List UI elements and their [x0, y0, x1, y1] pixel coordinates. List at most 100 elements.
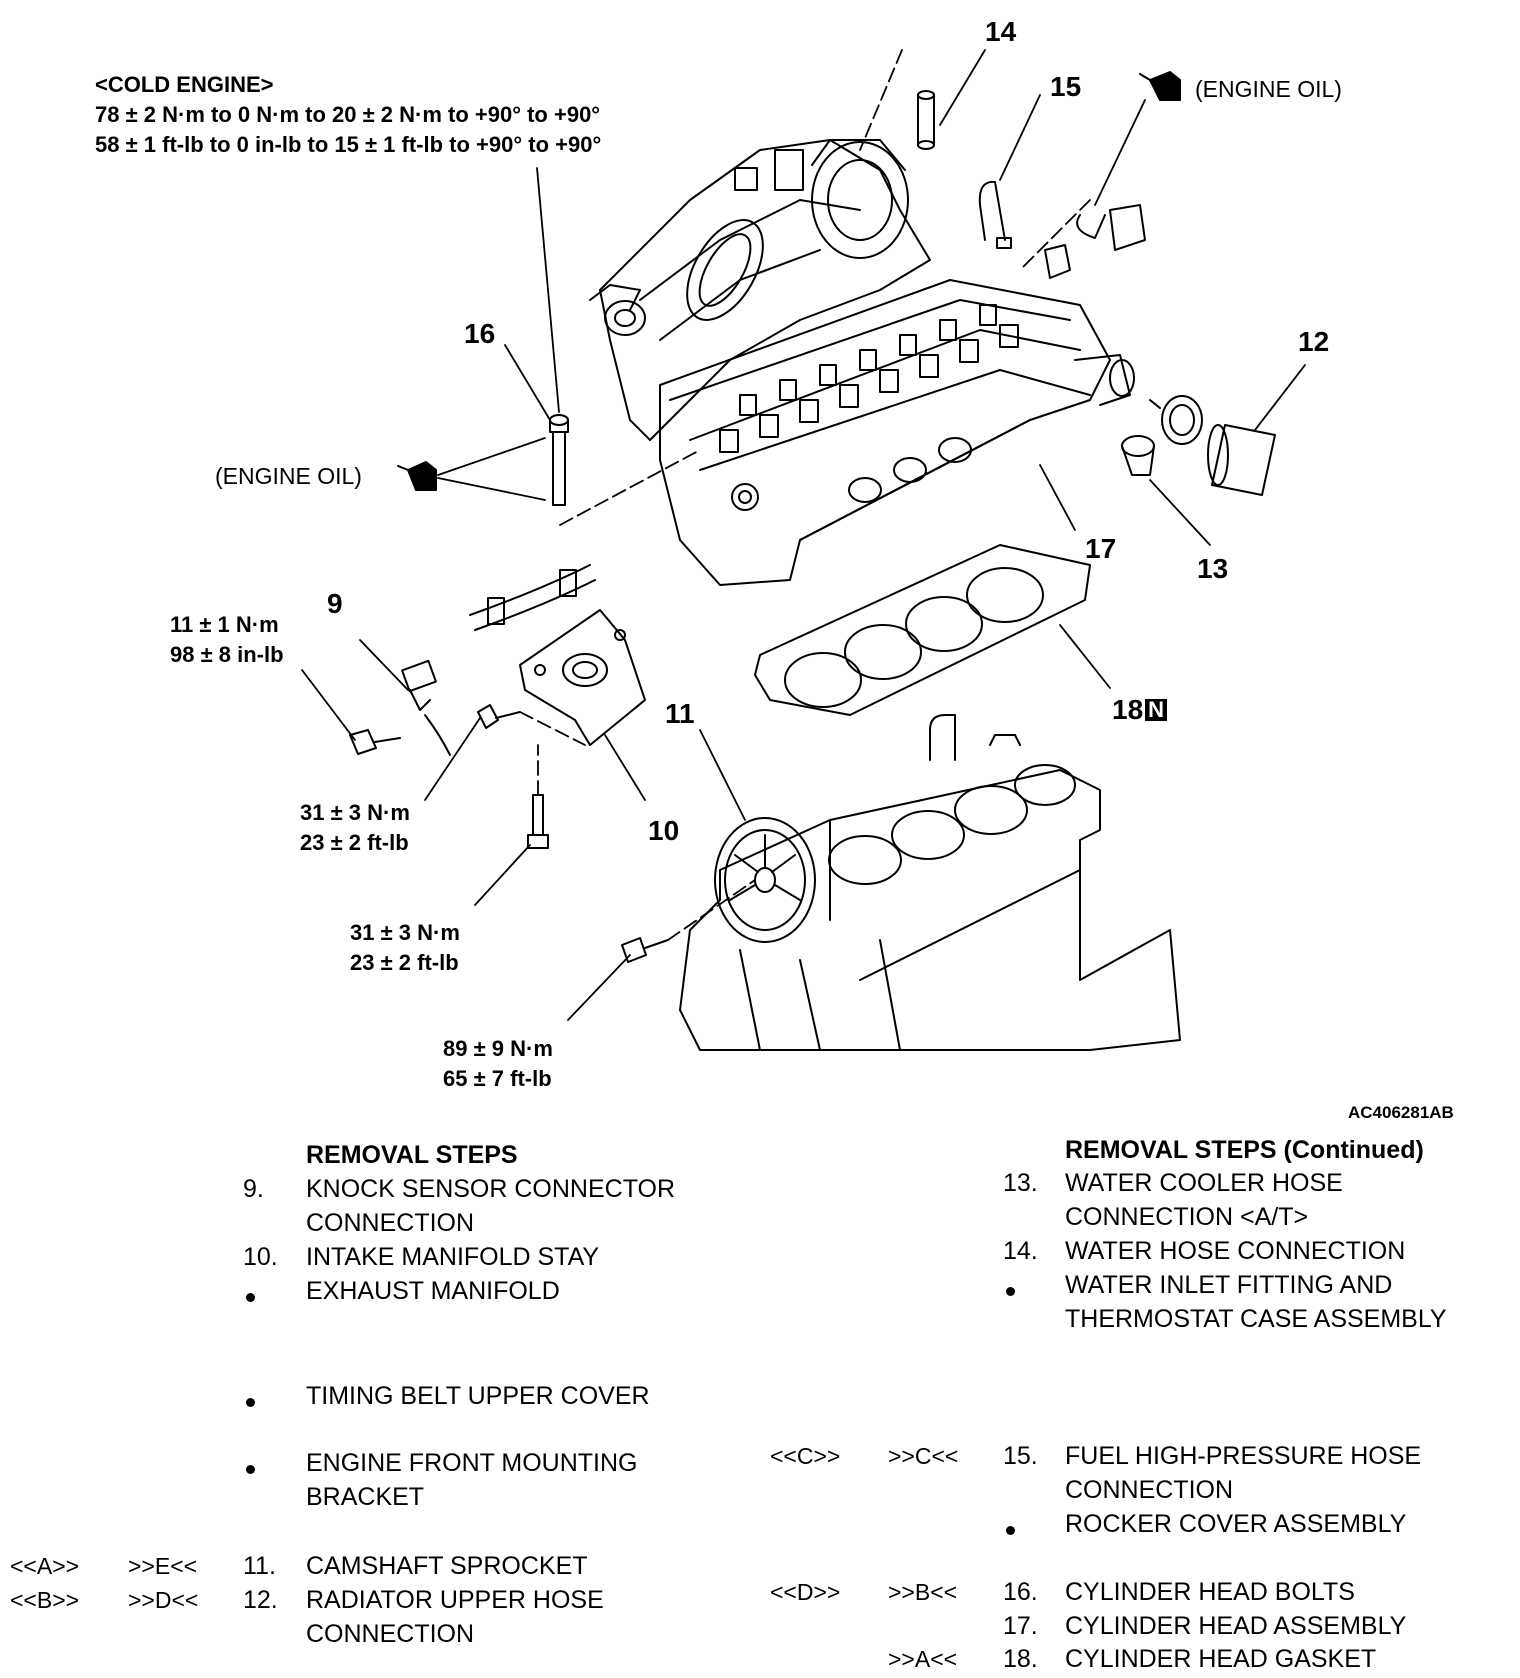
stay-bolt-b: [527, 794, 549, 849]
new-part-mark: N: [1145, 699, 1168, 721]
step-bullet: [246, 1398, 255, 1407]
stay-bolt-b-torque-nm: 31 ± 3 N·m: [350, 920, 460, 945]
step-text: ROCKER COVER ASSEMBLY: [1065, 1510, 1407, 1538]
leader-stay-a: [424, 717, 481, 801]
water-cooler-hose: [1121, 435, 1155, 476]
leader-15-dash: [1019, 199, 1091, 271]
knock-sensor-torque-inlb: 98 ± 8 in-lb: [170, 642, 284, 667]
figure-id: AC406281AB: [1348, 1103, 1454, 1122]
step-text: TIMING BELT UPPER COVER: [306, 1382, 650, 1410]
callout-10: 10: [648, 815, 680, 846]
installation-code: >>E<<: [128, 1553, 198, 1579]
step-text: CYLINDER HEAD BOLTS: [1065, 1578, 1355, 1606]
cam-lobes: [719, 304, 1019, 453]
removal-code: <<C>>: [770, 1443, 841, 1469]
cold-engine-torque-nm: 78 ± 2 N·m to 0 N·m to 20 ± 2 N·m to +90…: [95, 102, 601, 127]
step-text: CONNECTION: [306, 1620, 475, 1648]
step-text: CONNECTION: [306, 1209, 475, 1237]
step-bullet: [246, 1293, 255, 1302]
sprocket-bolt-torque-nm: 89 ± 9 N·m: [443, 1036, 553, 1061]
removal-code: <<B>>: [10, 1587, 80, 1613]
step-number: 16.: [1003, 1578, 1038, 1606]
leader-10: [604, 734, 646, 801]
leader-16-dash: [559, 449, 701, 526]
installation-code: >>A<<: [888, 1646, 958, 1672]
step-number: 17.: [1003, 1612, 1038, 1640]
step-text: THERMOSTAT CASE ASSEMBLY: [1065, 1305, 1447, 1333]
cold-engine-title: <COLD ENGINE>: [95, 72, 274, 97]
step-number: 12.: [243, 1586, 278, 1614]
water-hose: [917, 90, 935, 150]
stay-bolt-a: [477, 704, 521, 729]
leader-stay-a-dash: [519, 711, 586, 746]
engine-oil-can-top-icon: [1139, 71, 1181, 101]
step-text: WATER HOSE CONNECTION: [1065, 1237, 1406, 1265]
step-text: ENGINE FRONT MOUNTING: [306, 1449, 638, 1477]
leader-lines: [301, 49, 1306, 1021]
leader-sprocket-dash: [667, 879, 756, 941]
callout-16: 16: [464, 318, 496, 349]
callout-12: 12: [1298, 326, 1330, 357]
hose-clamp: [1149, 395, 1203, 445]
intake-manifold: [589, 139, 931, 441]
sprocket-bolt: [621, 937, 669, 963]
step-text: KNOCK SENSOR CONNECTOR: [306, 1175, 676, 1203]
stay-bolt-a-torque-nm: 31 ± 3 N·m: [300, 800, 410, 825]
installation-code: >>C<<: [888, 1443, 959, 1469]
step-text: CYLINDER HEAD GASKET: [1065, 1645, 1377, 1673]
removal-steps-heading-left: REMOVAL STEPS: [306, 1141, 518, 1169]
stay-bolt-a-torque-ftlb: 23 ± 2 ft-lb: [300, 830, 409, 855]
installation-code: >>B<<: [888, 1579, 958, 1605]
cylinder-block: [679, 714, 1181, 1051]
step-number: 18.: [1003, 1645, 1038, 1673]
radiator-upper-hose: [1207, 424, 1276, 496]
leader-stay-b: [474, 844, 531, 906]
step-text: FUEL HIGH-PRESSURE HOSE: [1065, 1442, 1422, 1470]
removal-code: <<A>>: [10, 1553, 80, 1579]
throttle-body: [734, 139, 909, 259]
leader-oil-left-b: [437, 477, 546, 501]
leader-oil-left-a: [437, 437, 546, 476]
step-bullet: [1006, 1287, 1015, 1296]
stay-bolt-b-torque-ftlb: 23 ± 2 ft-lb: [350, 950, 459, 975]
step-number: 15.: [1003, 1442, 1038, 1470]
step-bullet: [246, 1465, 255, 1474]
leader-15: [999, 94, 1041, 181]
engine-exploded-diagram: [301, 49, 1306, 1051]
leader-engine-oil-top: [1094, 99, 1146, 206]
step-text: CONNECTION: [1065, 1476, 1234, 1504]
leader-knock-torque: [301, 669, 356, 741]
step-number: 9.: [243, 1175, 264, 1203]
step-text: EXHAUST MANIFOLD: [306, 1277, 560, 1305]
step-number: 14.: [1003, 1237, 1038, 1265]
intake-manifold-stay: [519, 609, 646, 746]
step-number: 11.: [243, 1552, 276, 1580]
wire-harness: [469, 564, 596, 631]
step-text: CONNECTION <A/T>: [1065, 1203, 1309, 1231]
leader-13: [1149, 479, 1211, 546]
knock-sensor-torque-nm: 11 ± 1 N·m: [170, 612, 279, 637]
cylinder-head-bolt: [549, 414, 569, 506]
knock-sensor: [349, 659, 451, 756]
camshaft-sprocket: [714, 817, 816, 943]
leader-sprocket-torque: [567, 954, 631, 1021]
step-text: WATER INLET FITTING AND: [1065, 1271, 1393, 1299]
cold-engine-torque-ftlb: 58 ± 1 ft-lb to 0 in-lb to 15 ± 1 ft-lb …: [95, 132, 602, 157]
leader-9: [359, 639, 409, 691]
cylinder-head-assembly: [659, 279, 1135, 586]
step-text: RADIATOR UPPER HOSE: [306, 1586, 604, 1614]
leader-12: [1254, 364, 1306, 431]
leader-14: [939, 49, 986, 126]
step-text: INTAKE MANIFOLD STAY: [306, 1243, 600, 1271]
callout-15: 15: [1050, 71, 1082, 102]
fuel-high-pressure-hose: [978, 180, 1012, 249]
step-number: 10.: [243, 1243, 278, 1271]
leader-11: [699, 729, 746, 821]
step-text: WATER COOLER HOSE: [1065, 1169, 1343, 1197]
engine-oil-can-left-icon: [397, 461, 437, 491]
step-bullet: [1006, 1526, 1015, 1535]
step-number: 13.: [1003, 1169, 1038, 1197]
callout-18-number: 18: [1112, 694, 1144, 725]
installation-code: >>D<<: [128, 1587, 199, 1613]
leader-cold-engine: [536, 167, 560, 413]
